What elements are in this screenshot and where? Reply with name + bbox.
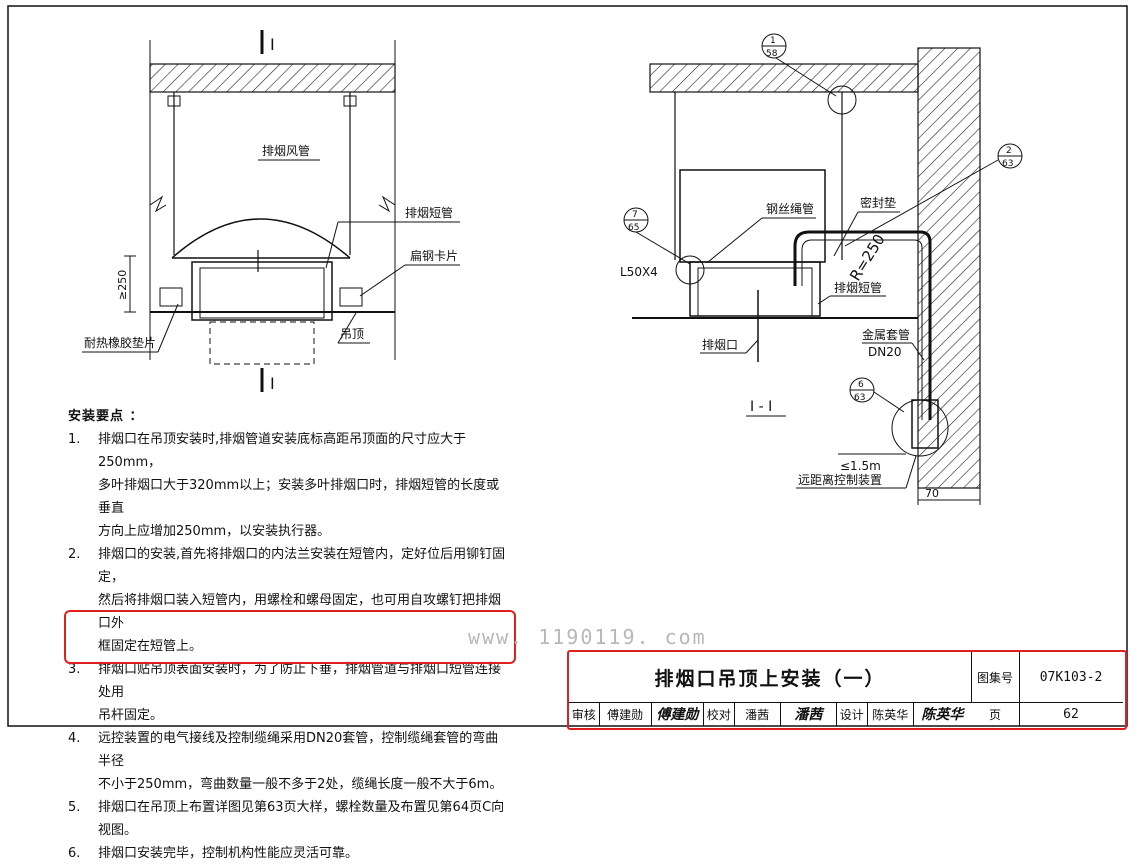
section-mark-top: I	[270, 35, 275, 54]
design-label: 设计	[837, 702, 868, 726]
svg-text:7: 7	[632, 210, 638, 220]
outlet-dashed	[209, 321, 315, 365]
drawing-canvas: I I ≥250 排烟风管 排烟短管 扁钢卡片 耐热橡胶垫片 吊顶	[7, 5, 1128, 727]
reviewer-name: 傅建勋	[600, 702, 652, 726]
note-number: 3.	[68, 662, 81, 677]
right-section-view: 70 1 58 2 63 7 65 6 63	[620, 33, 1023, 505]
clip-label: 扁钢卡片	[410, 249, 458, 263]
short-pipe-label: 排烟短管	[405, 205, 453, 220]
note-number: 2.	[68, 547, 81, 562]
cable-sleeve	[793, 230, 932, 420]
short-pipe	[191, 261, 333, 321]
dist-label: ≤1.5m	[840, 459, 881, 473]
review-label: 审核	[569, 702, 600, 726]
note-item: 2. 排烟口的安装,首先将排烟口的内法兰安装在短管内，定好位后用铆钉固定， 然后将排…	[68, 543, 508, 658]
seal-label: 密封垫	[860, 195, 896, 210]
duct-label: 排烟风管	[262, 143, 310, 158]
right-wall	[917, 47, 981, 489]
gasket-label: 耐热橡胶垫片	[84, 335, 156, 350]
designer-name: 陈英华	[868, 702, 914, 726]
note-number: 4.	[68, 731, 81, 746]
check-label: 校对	[704, 702, 735, 726]
short-pipe-right-label: 排烟短管	[834, 280, 882, 295]
reviewer-signature: 傅建勋	[652, 702, 704, 726]
title-block: 排烟口吊顶上安装（一） 图集号 07K103-2 页 62 审核 傅建勋 傅建勋…	[567, 650, 1127, 730]
note-line: 排烟口的安装,首先将排烟口的内法兰安装在短管内，定好位后用铆钉固定，	[98, 547, 506, 585]
right-ceiling-slab	[649, 63, 919, 93]
note-number: 5.	[68, 800, 81, 815]
note-number: 6.	[68, 846, 81, 861]
ref-circle-7: 7 65	[623, 207, 691, 265]
note-line: 排烟口在吊顶上布置详图见第63页大样，螺栓数量及布置见第64页C向视图。	[98, 800, 505, 838]
outlet-label: 排烟口	[702, 338, 738, 352]
ceiling-label: 吊顶	[340, 327, 364, 341]
note-item: 1. 排烟口在吊顶安装时,排烟管道安装底标高距吊顶面的尺寸应大于250mm， 多叶排…	[68, 428, 508, 543]
note-line: 排烟口在吊顶安装时,排烟管道安装底标高距吊顶面的尺寸应大于250mm，	[98, 432, 467, 470]
note-line: 远控装置的电气接线及控制缆绳采用DN20套管，控制缆绳套管的弯曲半径	[98, 731, 499, 769]
svg-text:63: 63	[1002, 159, 1013, 169]
left-elevation-view: I I ≥250 排烟风管 排烟短管 扁钢卡片 耐热橡胶垫片 吊顶	[82, 30, 460, 393]
atlas-number: 07K103-2	[1019, 652, 1123, 703]
drawing-title: 排烟口吊顶上安装（一）	[569, 652, 972, 703]
checker-signature: 潘茜	[781, 702, 837, 726]
angle-label: L50X4	[620, 265, 658, 279]
dim-label: ≥250	[116, 270, 129, 300]
note-item: 4. 远控装置的电气接线及控制缆绳采用DN20套管，控制缆绳套管的弯曲半径不小于2…	[68, 727, 508, 796]
smoke-duct	[171, 218, 351, 259]
note-line: 吊杆固定。	[98, 708, 164, 723]
note-4-highlight	[64, 610, 516, 664]
section-title: I - I	[750, 399, 772, 415]
page-label: 页	[971, 702, 1020, 726]
signature-row: 审核 傅建勋 傅建勋 校对 潘茜 潘茜 设计 陈英华 陈英华	[569, 702, 971, 726]
dim-70: 70	[925, 487, 939, 500]
note-line: 排烟口安装完毕，控制机构性能应灵活可靠。	[98, 846, 359, 861]
notes-heading: 安装要点 ：	[68, 409, 144, 424]
note-line: 多叶排烟口大于320mm以上；安装多叶排烟口时，排烟短管的长度或垂直	[98, 478, 500, 516]
svg-text:65: 65	[628, 223, 639, 233]
ref-circle-1: 1 58	[761, 33, 837, 97]
svg-text:2: 2	[1006, 146, 1012, 156]
watermark: www. 1190119. com	[468, 625, 707, 649]
note-item: 6. 排烟口安装完毕，控制机构性能应灵活可靠。	[68, 842, 508, 865]
note-line: 框固定在短管上。	[98, 639, 203, 654]
ref-circle-2: 2 63	[844, 143, 1023, 247]
ref-circle-6: 6 63	[849, 377, 905, 413]
page-number: 62	[1063, 706, 1079, 722]
svg-text:58: 58	[766, 49, 778, 59]
designer-signature: 陈英华	[921, 707, 964, 723]
left-ceiling-slab	[149, 63, 396, 93]
section-mark-bottom: I	[270, 374, 275, 393]
checker-name: 潘茜	[735, 702, 781, 726]
remote-label: 远距离控制装置	[798, 472, 882, 487]
note-line: 然后将排烟口装入短管内，用螺栓和螺母固定，也可用自攻螺钉把排烟口外	[98, 593, 502, 631]
svg-text:63: 63	[854, 393, 865, 403]
right-duct	[679, 169, 826, 263]
wire-pipe-label: 钢丝绳管	[766, 201, 814, 216]
note-line: 排烟口贴吊顶表面安装时，为了防止下垂，排烟管道与排烟口短管连接处用	[98, 662, 502, 700]
note-number: 1.	[68, 432, 81, 447]
svg-text:6: 6	[858, 380, 864, 390]
note-item: 5. 排烟口在吊顶上布置详图见第63页大样，螺栓数量及布置见第64页C向视图。	[68, 796, 508, 842]
metal-sleeve-label: 金属套管	[862, 327, 910, 342]
note-line: 方向上应增加250mm，以安装执行器。	[98, 524, 331, 539]
dn20-label: DN20	[868, 345, 902, 359]
atlas-label: 图集号	[971, 652, 1020, 703]
radius-label: R=250	[846, 231, 889, 284]
note-item: 3. 排烟口贴吊顶表面安装时，为了防止下垂，排烟管道与排烟口短管连接处用吊杆固定。	[68, 658, 508, 727]
svg-text:1: 1	[770, 36, 776, 46]
note-line: 不小于250mm，弯曲数量一般不多于2处，缆绳长度一般不大于6m。	[98, 777, 503, 792]
